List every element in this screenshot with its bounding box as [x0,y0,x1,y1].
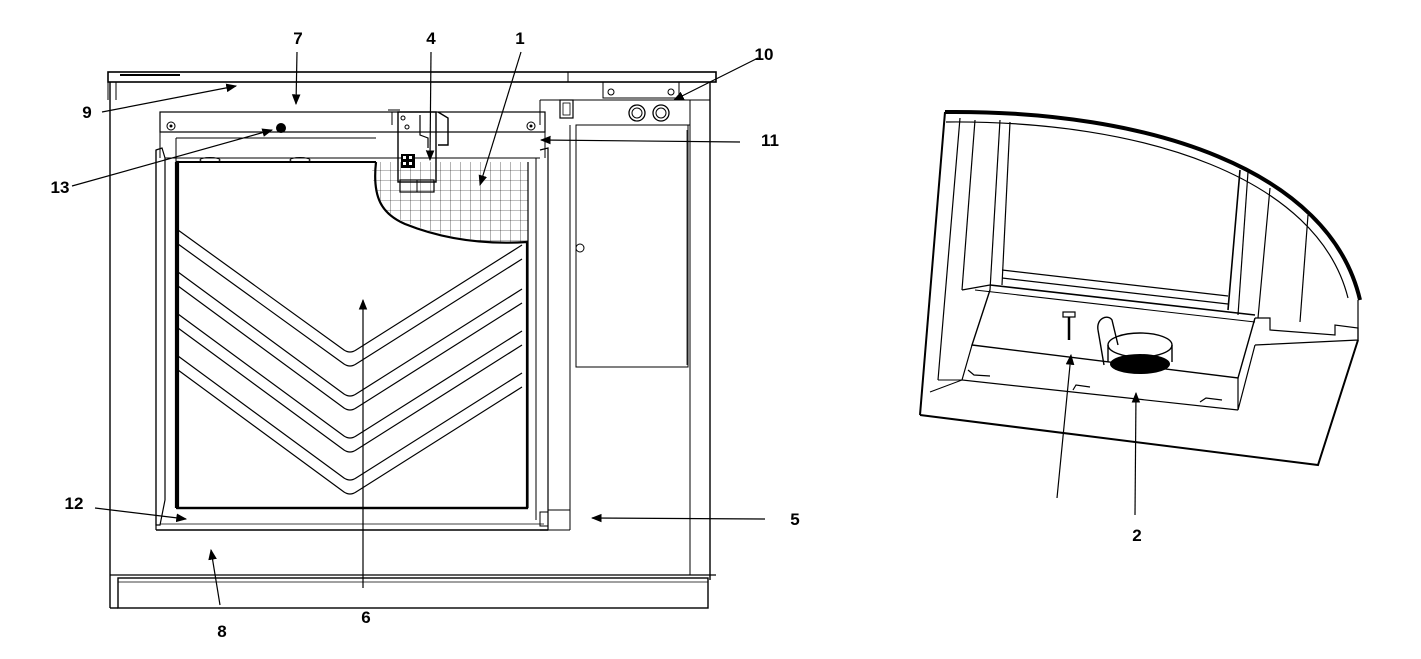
callout-6: 6 [361,608,370,627]
callout-1: 1 [515,29,524,48]
side-access-panel [575,124,689,368]
control-plate [539,81,710,126]
detail-perspective-view [919,109,1362,467]
cabinet-body [109,82,716,608]
callout-9: 9 [82,103,91,122]
top-lid [107,71,717,100]
callout-8: 8 [217,622,226,641]
callout-10: 10 [755,45,774,64]
fastener-13 [276,123,286,133]
callout-13: 13 [51,178,70,197]
callout-2: 2 [1132,526,1141,545]
valve-bracket [388,109,449,193]
drain-fitting [1097,316,1173,374]
top-rail [159,111,546,158]
callout-labels: 7 4 1 10 9 11 13 12 5 6 8 2 [51,29,1142,641]
callout-11: 11 [761,131,779,150]
callout-12: 12 [65,494,84,513]
screw [1062,311,1076,340]
callout-4: 4 [426,29,436,48]
leader-lines [71,51,1141,606]
callout-5: 5 [790,510,799,529]
cabinet-front-view [107,71,717,609]
base [110,577,709,609]
door-frame [155,125,571,531]
chevron-stripes [177,229,523,495]
callout-7: 7 [293,29,302,48]
